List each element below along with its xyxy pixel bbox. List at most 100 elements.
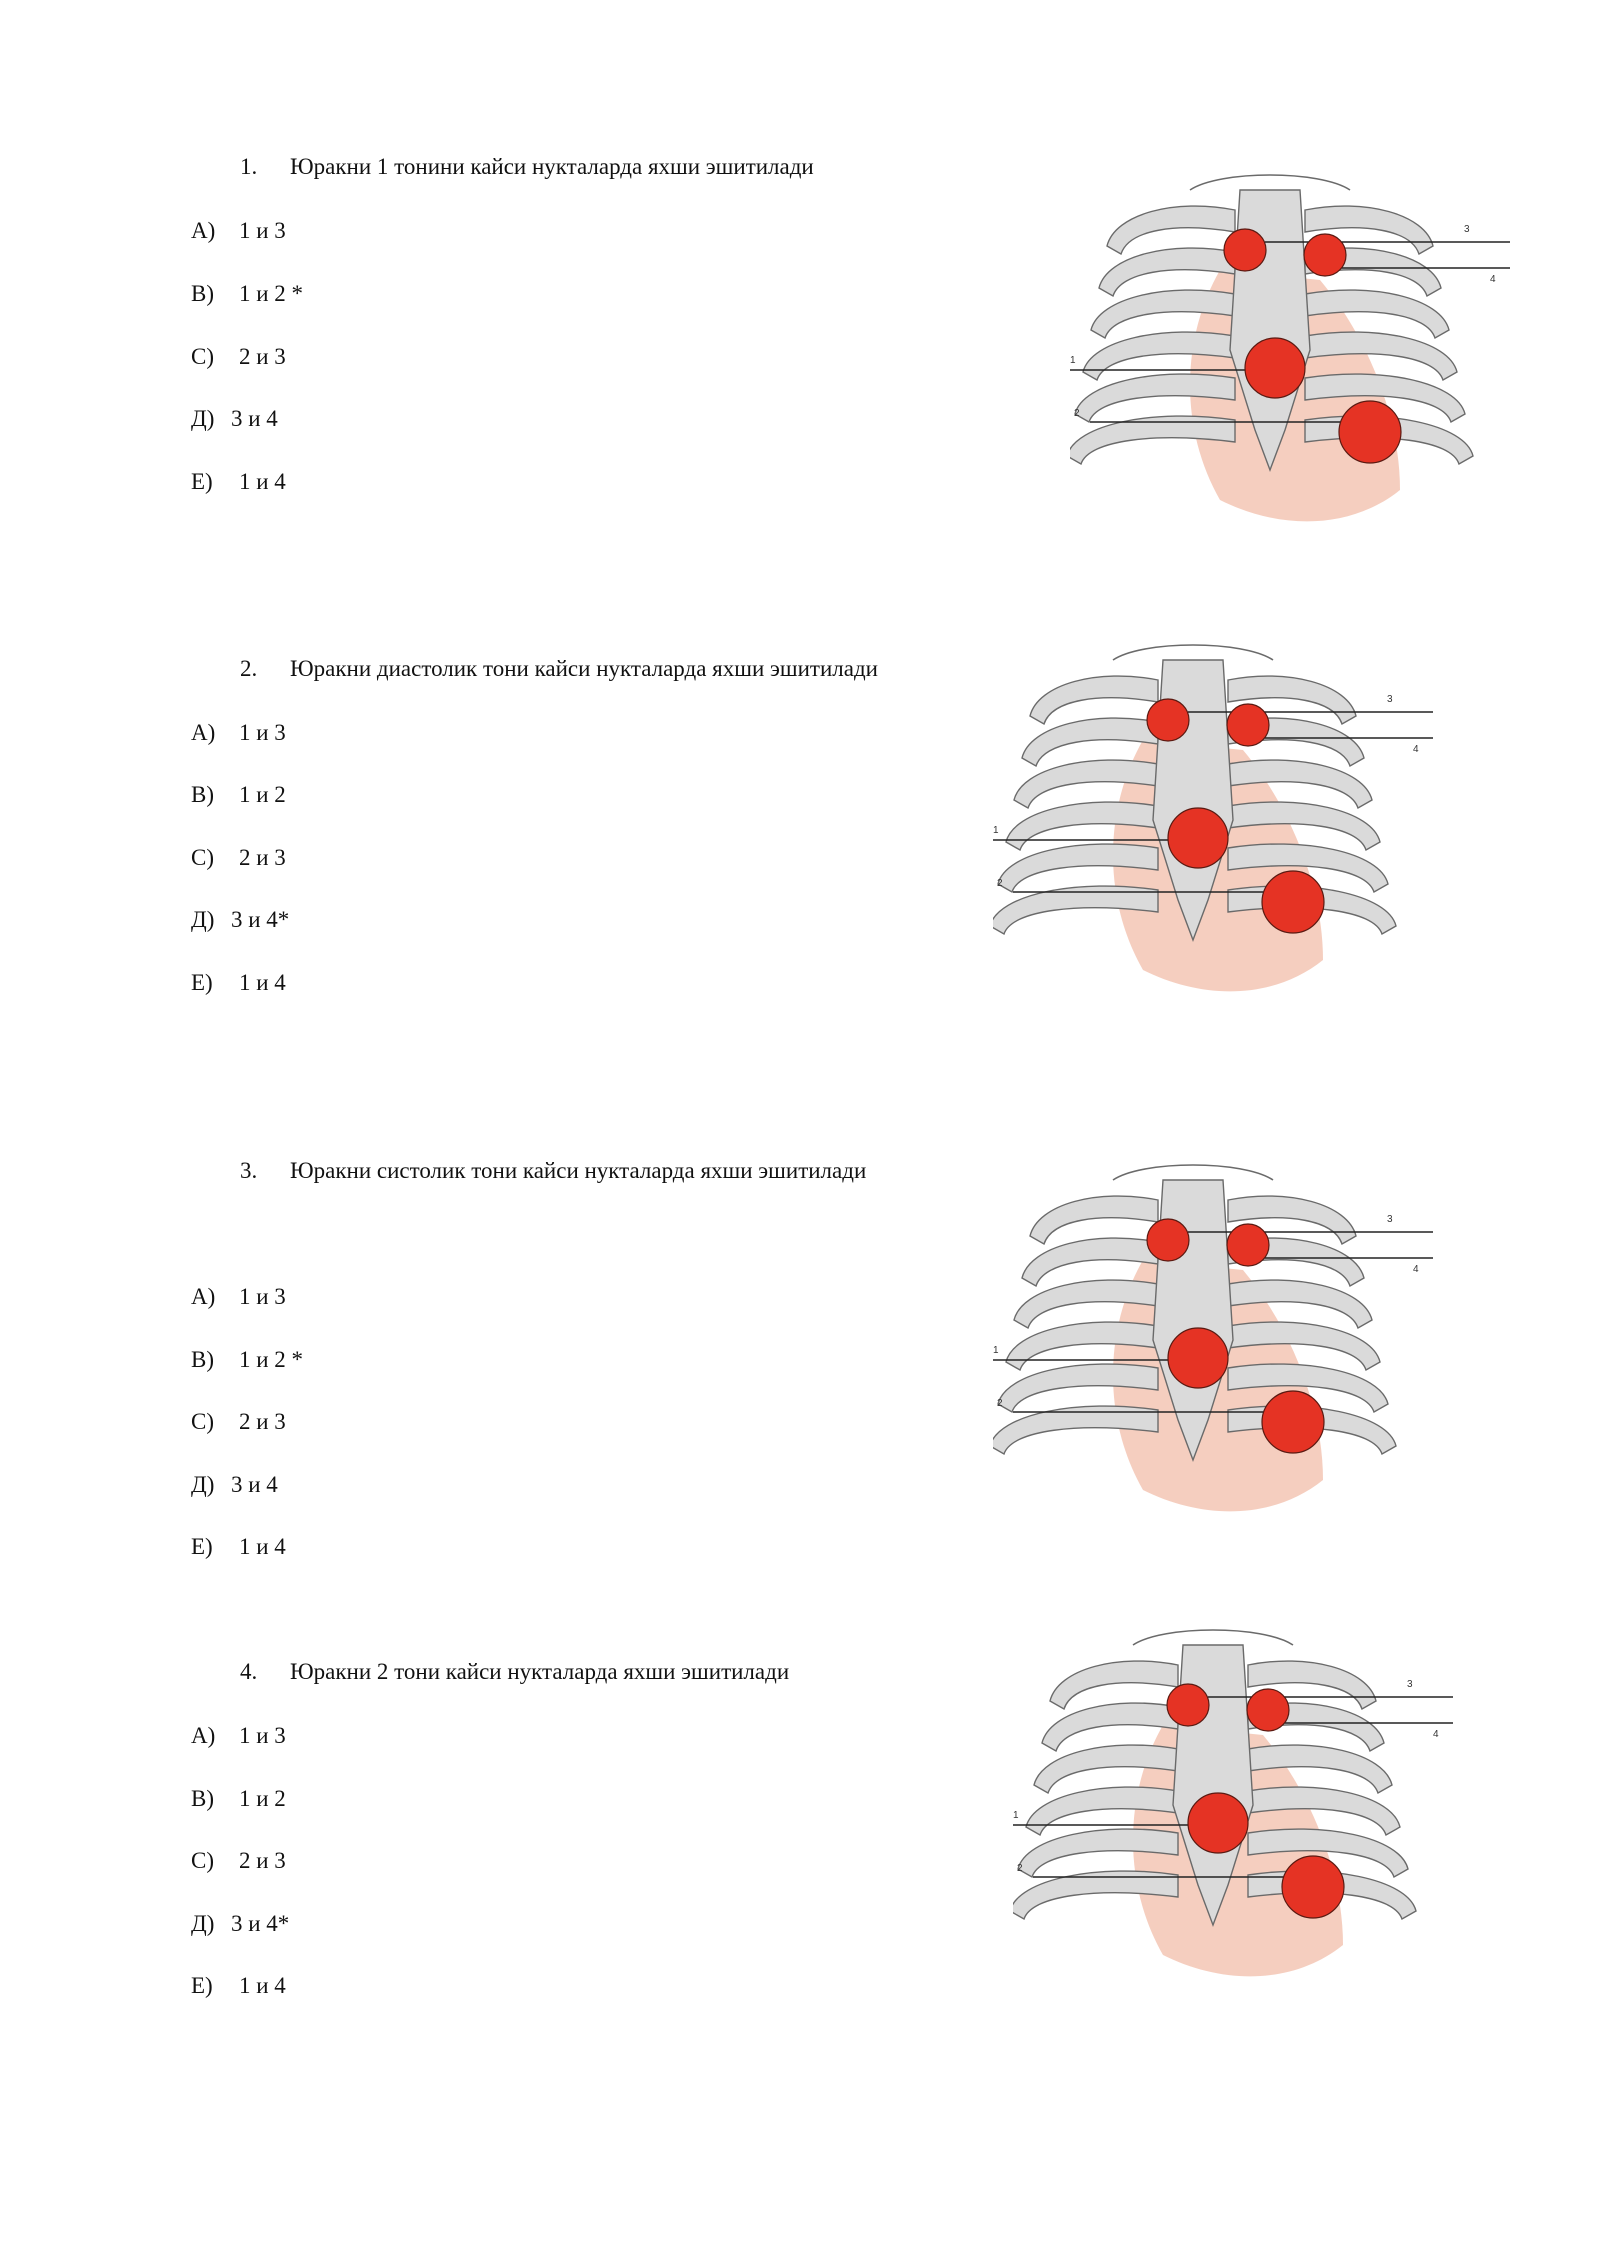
option-text: 1 и 3 bbox=[239, 720, 286, 745]
auscultation-point-apex bbox=[1281, 1855, 1345, 1919]
figure-label: 2 bbox=[997, 878, 1003, 889]
option-a: А)1 и 3 bbox=[191, 720, 286, 746]
option-letter: Д) bbox=[191, 907, 215, 932]
figure-label: 1 bbox=[993, 1345, 999, 1356]
auscultation-point-center bbox=[1167, 1327, 1229, 1389]
question-number: 2. bbox=[240, 656, 258, 681]
option-c: С) 2 и 3 bbox=[191, 344, 286, 370]
option-letter: С) bbox=[191, 1848, 214, 1873]
question-number: 4. bbox=[240, 1659, 258, 1684]
option-letter: В) bbox=[191, 281, 214, 306]
option-d: Д) 3 и 4 bbox=[191, 406, 278, 432]
figure-label: 3 bbox=[1407, 1679, 1413, 1690]
option-c: С) 2 и 3 bbox=[191, 1848, 286, 1874]
option-letter: Д) bbox=[191, 406, 215, 431]
figure-label: 4 bbox=[1490, 274, 1496, 285]
option-e: Е) 1 и 4 bbox=[191, 1973, 286, 1999]
option-letter: В) bbox=[191, 782, 214, 807]
auscultation-point-left-upper bbox=[1146, 1218, 1190, 1262]
option-text: 2 и 3 bbox=[239, 344, 286, 369]
figure-label: 1 bbox=[993, 825, 999, 836]
auscultation-point-apex bbox=[1338, 400, 1402, 464]
option-e: Е) 1 и 4 bbox=[191, 970, 286, 996]
option-b: В) 1 и 2 * bbox=[191, 281, 303, 307]
option-letter: Д) bbox=[191, 1472, 215, 1497]
figure-label: 3 bbox=[1464, 224, 1470, 235]
option-text: 1 и 3 bbox=[239, 1284, 286, 1309]
figure-label: 1 bbox=[1070, 355, 1076, 366]
option-letter: Е) bbox=[191, 1534, 213, 1559]
option-letter: С) bbox=[191, 845, 214, 870]
option-letter: А) bbox=[191, 1284, 216, 1309]
option-d: Д) 3 и 4* bbox=[191, 907, 289, 933]
option-b: В) 1 и 2 bbox=[191, 1786, 286, 1812]
question-text: Юракни 1 тонини кайси нукталарда яхши эш… bbox=[290, 154, 814, 179]
auscultation-point-right-upper bbox=[1246, 1688, 1290, 1732]
auscultation-point-center bbox=[1187, 1792, 1249, 1854]
option-text: 3 и 4* bbox=[231, 907, 290, 932]
option-text: 1 и 2 * bbox=[239, 1347, 304, 1372]
figure-label: 3 bbox=[1387, 1214, 1393, 1225]
chest-figure: 3 4 1 2 bbox=[1070, 170, 1510, 540]
question-text: Юракни диастолик тони кайси нукталарда я… bbox=[290, 656, 878, 681]
option-text: 1 и 2 bbox=[239, 782, 286, 807]
option-text: 3 и 4 bbox=[231, 406, 278, 431]
option-letter: С) bbox=[191, 344, 214, 369]
auscultation-point-apex bbox=[1261, 1390, 1325, 1454]
option-letter: В) bbox=[191, 1347, 214, 1372]
auscultation-point-apex bbox=[1261, 870, 1325, 934]
question-title: 4. Юракни 2 тони кайси нукталарда яхши эш… bbox=[240, 1659, 789, 1685]
auscultation-point-right-upper bbox=[1226, 1223, 1270, 1267]
option-letter: Е) bbox=[191, 469, 213, 494]
figure-label: 4 bbox=[1413, 744, 1419, 755]
figure-label: 4 bbox=[1413, 1264, 1419, 1275]
chest-figure: 3 4 1 2 bbox=[1013, 1625, 1453, 1995]
chest-figure: 3 4 1 2 bbox=[993, 1160, 1433, 1530]
option-text: 1 и 3 bbox=[239, 1723, 286, 1748]
option-text: 1 и 3 bbox=[239, 218, 286, 243]
auscultation-point-right-upper bbox=[1226, 703, 1270, 747]
auscultation-point-right-upper bbox=[1303, 233, 1347, 277]
option-text: 1 и 2 bbox=[239, 1786, 286, 1811]
option-text: 3 и 4* bbox=[231, 1911, 290, 1936]
option-text: 1 и 4 bbox=[239, 1534, 286, 1559]
question-text: Юракни 2 тони кайси нукталарда яхши эшит… bbox=[290, 1659, 790, 1684]
question-title: 3.Юракни систолик тони кайси нукталарда … bbox=[240, 1158, 866, 1184]
option-e: Е) 1 и 4 bbox=[191, 469, 286, 495]
option-letter: А) bbox=[191, 218, 216, 243]
option-b: В) 1 и 2 bbox=[191, 782, 286, 808]
option-letter: Е) bbox=[191, 970, 213, 995]
question-number: 1. bbox=[240, 154, 258, 179]
figure-label: 4 bbox=[1433, 1729, 1439, 1740]
option-text: 2 и 3 bbox=[239, 1409, 286, 1434]
auscultation-point-left-upper bbox=[1146, 698, 1190, 742]
option-a: А) 1 и 3 bbox=[191, 1723, 286, 1749]
option-text: 1 и 2 * bbox=[239, 281, 304, 306]
option-letter: А) bbox=[191, 1723, 216, 1748]
option-letter: В) bbox=[191, 1786, 214, 1811]
auscultation-point-left-upper bbox=[1223, 228, 1267, 272]
question-title: 2. Юракни диастолик тони кайси нукталарда… bbox=[240, 656, 878, 682]
option-b: В) 1 и 2 * bbox=[191, 1347, 303, 1373]
option-text: 1 и 4 bbox=[239, 469, 286, 494]
figure-label: 2 bbox=[1074, 408, 1080, 419]
question-number: 3. bbox=[240, 1158, 258, 1183]
option-text: 3 и 4 bbox=[231, 1472, 278, 1497]
option-letter: Д) bbox=[191, 1911, 215, 1936]
option-text: 2 и 3 bbox=[239, 1848, 286, 1873]
option-c: С)2 и 3 bbox=[191, 1409, 286, 1435]
option-d: Д) 3 и 4 bbox=[191, 1472, 278, 1498]
figure-label: 2 bbox=[1017, 1863, 1023, 1874]
option-e: Е) 1 и 4 bbox=[191, 1534, 286, 1560]
option-a: А) 1 и 3 bbox=[191, 218, 286, 244]
figure-label: 1 bbox=[1013, 1810, 1019, 1821]
figure-label: 2 bbox=[997, 1398, 1003, 1409]
option-letter: Е) bbox=[191, 1973, 213, 1998]
option-text: 1 и 4 bbox=[239, 1973, 286, 1998]
question-title: 1. Юракни 1 тонини кайси нукталарда яхши … bbox=[240, 154, 814, 180]
figure-label: 3 bbox=[1387, 694, 1393, 705]
auscultation-point-center bbox=[1167, 807, 1229, 869]
auscultation-point-left-upper bbox=[1166, 1683, 1210, 1727]
option-d: Д) 3 и 4* bbox=[191, 1911, 289, 1937]
option-text: 1 и 4 bbox=[239, 970, 286, 995]
